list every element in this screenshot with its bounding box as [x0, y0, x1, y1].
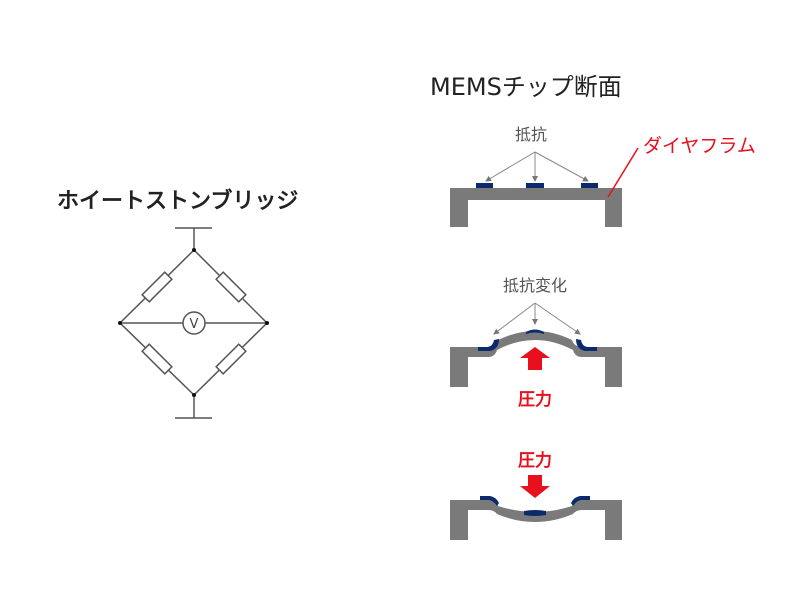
- mems-title: MEMSチップ断面: [430, 73, 622, 101]
- voltmeter-icon: [182, 311, 206, 335]
- diaphragm-flat: [450, 188, 622, 227]
- resistor-r1: [141, 271, 173, 303]
- diaphragm-bulged-up: [450, 331, 622, 387]
- resistance-change-label: 抵抗変化: [503, 276, 568, 295]
- resistor-r2: [215, 271, 247, 303]
- resistor-chip: [581, 183, 598, 188]
- bridge-title: ホイートストンブリッジ: [57, 189, 299, 214]
- voltmeter-label: V: [190, 317, 199, 332]
- pressure-arrow-up-icon: [520, 347, 550, 370]
- pressure-label-up: 圧力: [518, 390, 552, 410]
- chip-flat: [450, 147, 639, 227]
- chip-pressure-down: [450, 475, 622, 540]
- diaphragm-pointer: [607, 147, 639, 198]
- chip-pressure-up: [450, 302, 622, 387]
- pressure-label-down: 圧力: [518, 451, 552, 471]
- resistor-chip: [526, 183, 544, 188]
- resistor-chip: [476, 183, 493, 188]
- diaphragm-label: ダイヤフラム: [643, 135, 756, 157]
- diaphragm-bent-down: [450, 500, 622, 540]
- pressure-arrow-down-icon: [520, 475, 550, 498]
- resistor-r4: [215, 343, 247, 375]
- resistor-r3: [141, 343, 173, 375]
- resistor-label: 抵抗: [515, 125, 548, 144]
- wheatstone-bridge: [118, 227, 269, 419]
